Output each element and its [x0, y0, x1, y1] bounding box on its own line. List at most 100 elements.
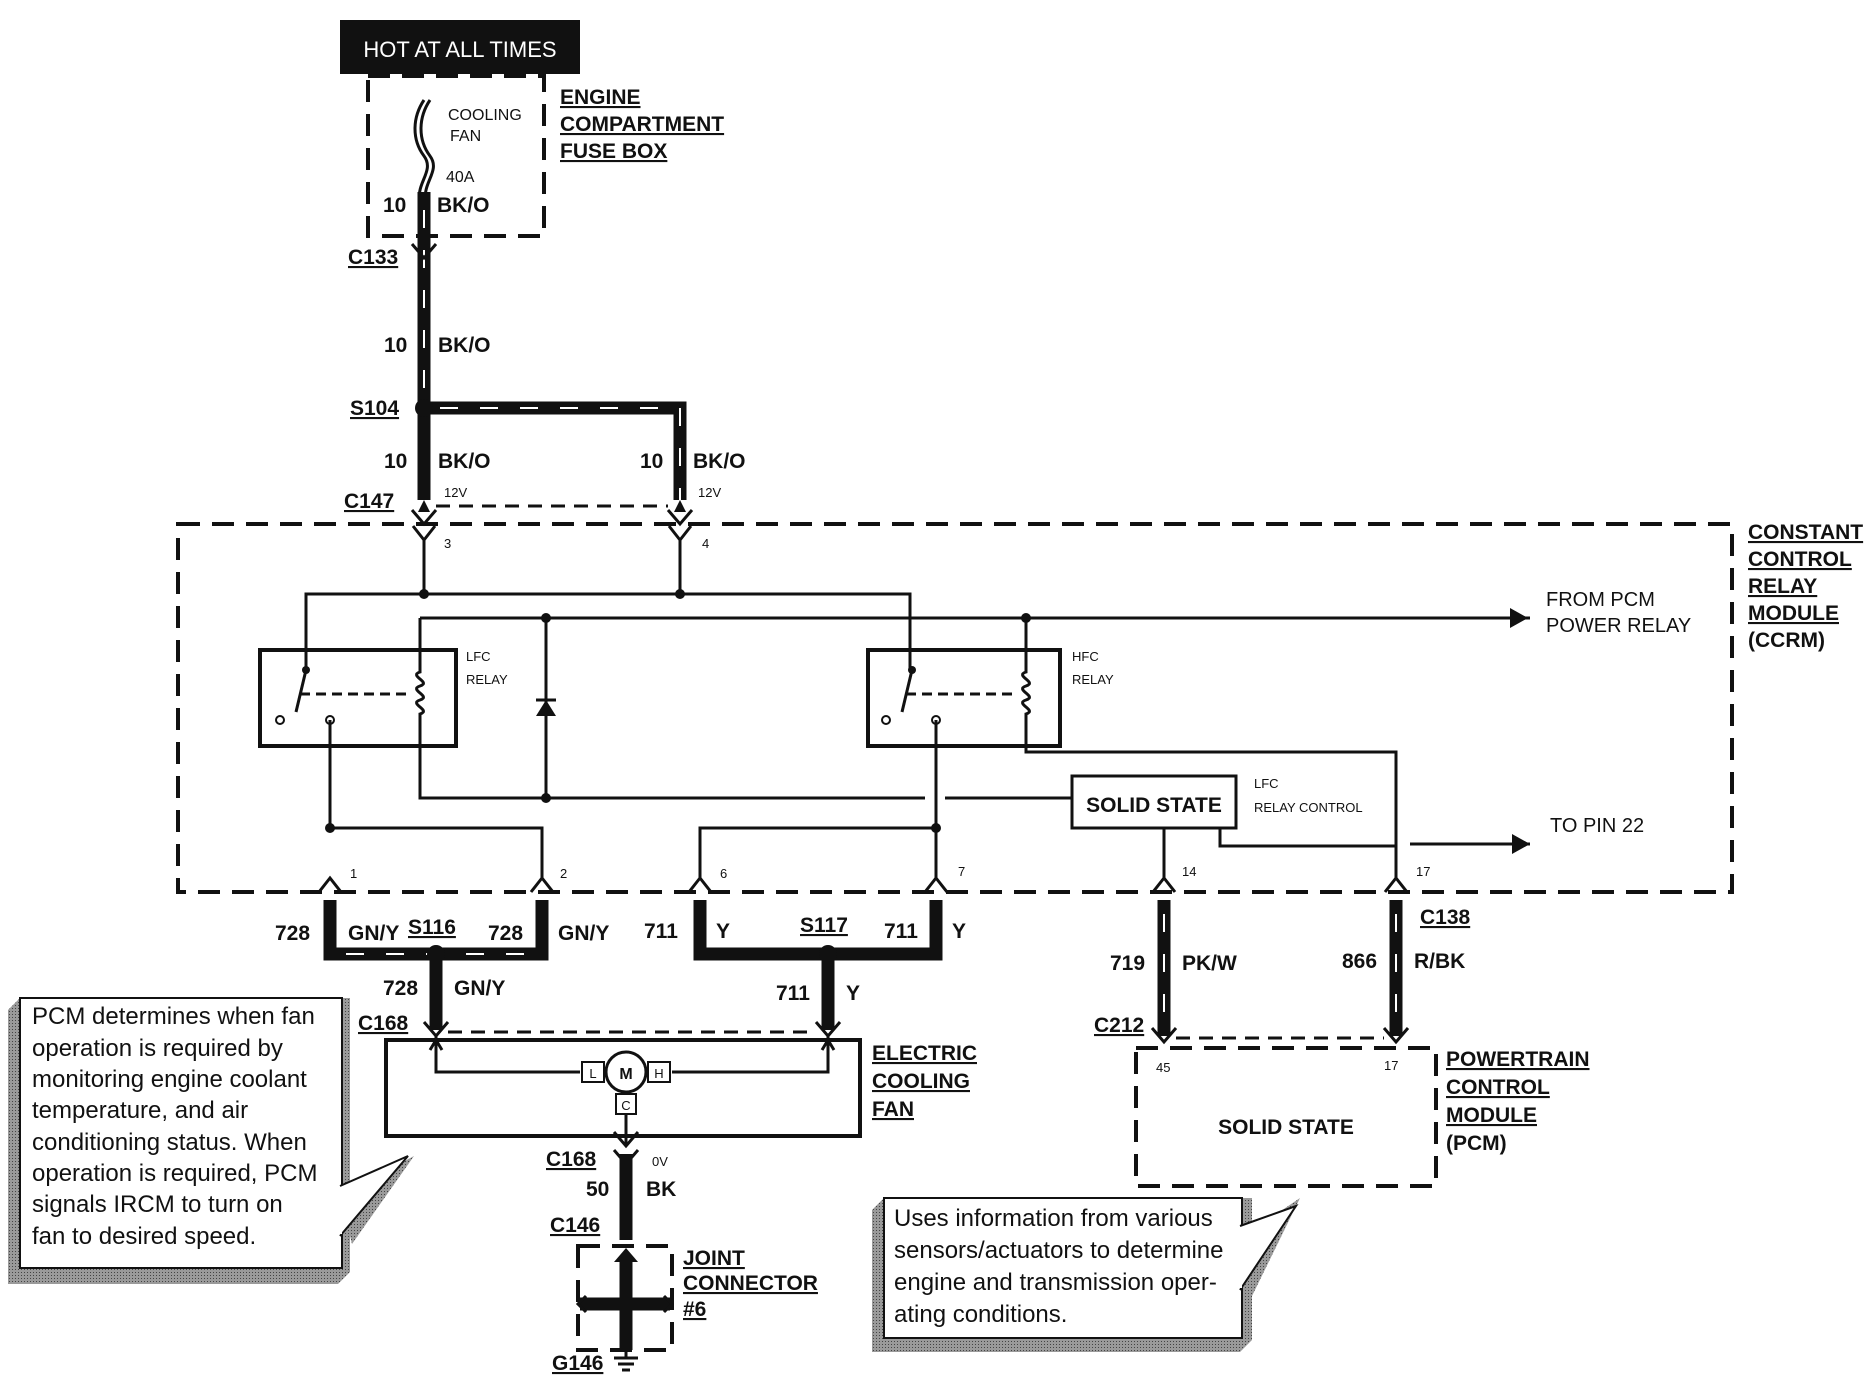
svg-text:728: 728	[275, 922, 310, 945]
svg-text:LFC: LFC	[466, 649, 491, 664]
ccrm-module: CONSTANT CONTROL RELAY MODULE (CCRM) 3 4…	[176, 521, 1863, 894]
svg-text:C168: C168	[358, 1012, 409, 1035]
svg-text:BK/O: BK/O	[438, 450, 491, 473]
svg-text:RELAY: RELAY	[1072, 672, 1114, 687]
svg-text:CONNECTOR: CONNECTOR	[683, 1272, 818, 1295]
svg-text:CONSTANT: CONSTANT	[1748, 521, 1863, 544]
pcm-info-callout: Uses information from various sensors/ac…	[872, 1197, 1300, 1352]
engine-compartment-fuse-box: COOLING FAN 40A 10 BK/O ENGINE COMPARTME…	[366, 74, 724, 238]
svg-text:MODULE: MODULE	[1446, 1104, 1537, 1127]
svg-text:L: L	[589, 1066, 596, 1081]
svg-text:RELAY: RELAY	[466, 672, 508, 687]
svg-text:R/BK: R/BK	[1414, 950, 1465, 973]
svg-text:12V: 12V	[698, 485, 721, 500]
svg-text:LFC: LFC	[1254, 776, 1279, 791]
svg-text:COOLING: COOLING	[448, 107, 522, 124]
svg-text:FAN: FAN	[872, 1098, 914, 1121]
svg-text:711: 711	[884, 920, 918, 943]
svg-text:signals IRCM to turn on: signals IRCM to turn on	[32, 1191, 283, 1218]
svg-text:C138: C138	[1420, 906, 1471, 929]
powertrain-control-module: C212 45 17 SOLID STATE POWERTRAIN CONTRO…	[1094, 1014, 1590, 1188]
svg-text:Y: Y	[846, 982, 860, 1005]
svg-text:C212: C212	[1094, 1014, 1144, 1037]
svg-text:POWERTRAIN: POWERTRAIN	[1446, 1048, 1590, 1071]
svg-text:COOLING: COOLING	[872, 1070, 970, 1093]
svg-text:S117: S117	[800, 914, 848, 937]
svg-text:17: 17	[1416, 864, 1430, 879]
svg-text:operation is required, PCM: operation is required, PCM	[32, 1160, 317, 1187]
svg-text:(PCM): (PCM)	[1446, 1132, 1507, 1155]
lower-harness: 728 GN/Y S116 728 GN/Y 711 Y S117 711 Y …	[275, 900, 1471, 1036]
svg-text:(CCRM): (CCRM)	[1748, 629, 1825, 652]
lfc-solid-state: SOLID STATE LFC RELAY CONTROL	[1070, 774, 1363, 830]
svg-text:719: 719	[1110, 952, 1145, 975]
svg-text:FUSE BOX: FUSE BOX	[560, 140, 667, 163]
svg-text:CONTROL: CONTROL	[1446, 1076, 1550, 1099]
svg-text:Y: Y	[716, 920, 730, 943]
svg-text:sensors/actuators to determine: sensors/actuators to determine	[894, 1237, 1224, 1264]
svg-text:4: 4	[702, 536, 709, 551]
svg-text:6: 6	[720, 866, 727, 881]
lfc-relay: LFC RELAY	[258, 648, 508, 748]
svg-text:G146: G146	[552, 1352, 603, 1375]
svg-text:C: C	[621, 1098, 630, 1113]
svg-text:2: 2	[560, 866, 567, 881]
svg-text:Uses information from various: Uses information from various	[894, 1205, 1213, 1232]
electric-cooling-fan: C168 M L H C ELECTRIC COOLING FAN	[358, 1012, 977, 1149]
svg-text:#6: #6	[683, 1298, 706, 1321]
svg-text:ENGINE: ENGINE	[560, 86, 641, 109]
svg-text:BK/O: BK/O	[437, 194, 490, 217]
svg-text:SOLID STATE: SOLID STATE	[1218, 1116, 1354, 1139]
svg-text:0V: 0V	[652, 1154, 668, 1169]
svg-text:50: 50	[586, 1178, 609, 1201]
s104-splice	[415, 399, 433, 417]
joint-connector-6: JOINT CONNECTOR #6 G146	[552, 1244, 818, 1375]
svg-text:CONTROL: CONTROL	[1748, 548, 1852, 571]
svg-text:C147: C147	[344, 490, 394, 513]
svg-text:BK/O: BK/O	[438, 334, 491, 357]
svg-text:711: 711	[776, 982, 810, 1005]
svg-text:temperature, and air: temperature, and air	[32, 1097, 248, 1124]
svg-text:RELAY CONTROL: RELAY CONTROL	[1254, 800, 1363, 815]
svg-text:conditioning status. When: conditioning status. When	[32, 1129, 307, 1156]
svg-text:HOT AT ALL TIMES: HOT AT ALL TIMES	[363, 37, 556, 62]
svg-text:711: 711	[644, 920, 678, 943]
svg-text:40A: 40A	[446, 169, 475, 186]
svg-text:14: 14	[1182, 864, 1196, 879]
svg-text:728: 728	[383, 977, 418, 1000]
ground-wire: C168 0V 50 BK C146	[546, 1148, 676, 1240]
svg-text:C146: C146	[550, 1214, 600, 1237]
svg-text:M: M	[619, 1066, 632, 1083]
svg-text:operation is required by: operation is required by	[32, 1035, 283, 1062]
svg-text:fan to desired speed.: fan to desired speed.	[32, 1223, 256, 1250]
svg-text:Y: Y	[952, 920, 966, 943]
svg-text:POWER RELAY: POWER RELAY	[1546, 615, 1691, 637]
svg-text:GN/Y: GN/Y	[348, 922, 399, 945]
svg-text:ating conditions.: ating conditions.	[894, 1301, 1067, 1328]
svg-text:RELAY: RELAY	[1748, 575, 1817, 598]
svg-text:7: 7	[958, 864, 965, 879]
svg-text:S104: S104	[350, 397, 399, 420]
svg-text:PCM determines when fan: PCM determines when fan	[32, 1003, 315, 1030]
svg-text:H: H	[654, 1066, 663, 1081]
svg-text:728: 728	[488, 922, 523, 945]
svg-text:S116: S116	[408, 916, 456, 939]
svg-text:1: 1	[350, 866, 357, 881]
svg-text:10: 10	[384, 334, 407, 357]
svg-text:ELECTRIC: ELECTRIC	[872, 1042, 977, 1065]
svg-text:12V: 12V	[444, 485, 467, 500]
svg-text:JOINT: JOINT	[683, 1247, 745, 1270]
svg-text:3: 3	[444, 536, 451, 551]
svg-text:BK: BK	[646, 1178, 676, 1201]
svg-text:MODULE: MODULE	[1748, 602, 1839, 625]
svg-text:10: 10	[383, 194, 406, 217]
svg-text:GN/Y: GN/Y	[454, 977, 505, 1000]
svg-text:SOLID STATE: SOLID STATE	[1086, 794, 1222, 817]
hfc-relay: HFC RELAY	[866, 648, 1114, 748]
svg-text:17: 17	[1384, 1058, 1398, 1073]
feed-wires: C133 10 BK/O S104 10 BK/O 10 BK/O 12V 12…	[344, 192, 746, 527]
svg-text:45: 45	[1156, 1060, 1170, 1075]
svg-text:engine and transmission oper-: engine and transmission oper-	[894, 1269, 1217, 1296]
svg-text:GN/Y: GN/Y	[558, 922, 609, 945]
